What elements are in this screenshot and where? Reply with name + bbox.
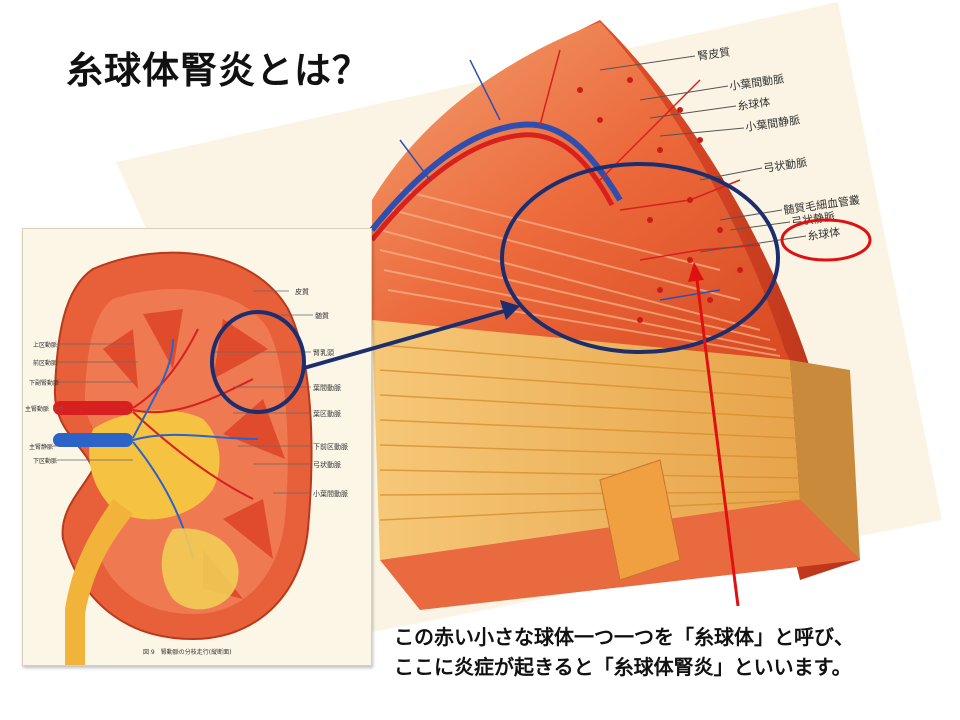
label-interlobar-artery: 葉間動脈	[313, 383, 341, 392]
section-vessel-branches	[132, 328, 259, 560]
label-renal-papilla: 腎乳頭	[313, 348, 334, 357]
label-segmental-artery: 葉区動脈	[313, 409, 341, 418]
label-medulla-small: 髄質	[315, 311, 329, 320]
interlobular-vein	[369, 121, 623, 232]
medulla-side-face	[790, 360, 860, 560]
label-anterior-segmental-artery: 前区動脈	[33, 359, 57, 367]
renal-artery	[53, 401, 133, 415]
renal-vein	[53, 433, 133, 447]
label-cortex-small: 皮質	[295, 287, 309, 296]
kidney-section-illustration: 皮質 髄質 腎乳頭 葉間動脈 葉区動脈 下前区動脈 弓状動脈 小葉間動脈 上区動…	[25, 251, 348, 665]
slide-caption: この赤い小さな球体一つ一つを「糸球体」と呼び、 ここに炎症が起きると「糸球体腎炎…	[394, 622, 954, 682]
label-inferior-segmental-artery: 下区動脈	[33, 457, 57, 465]
collecting-duct-block	[599, 459, 681, 581]
lower-pole-fat	[161, 528, 239, 610]
label-superior-segmental-artery: 上区動脈	[33, 341, 57, 349]
label-main-renal-vein: 主腎静脈	[29, 443, 53, 451]
label-inferior-suprarenal-artery: 下副腎動脈	[29, 379, 59, 387]
figure-caption: 図 9 腎動脈の分枝走行(縦断面)	[143, 648, 231, 656]
slide-title: 糸球体腎炎とは？	[66, 49, 370, 92]
label-interlobular-artery-small: 小葉間動脈	[313, 489, 348, 498]
caption-line-1: この赤い小さな球体一つ一つを「糸球体」と呼び、	[394, 625, 854, 649]
caption-line-2: ここに炎症が起きると「糸球体腎炎」といいます。	[394, 655, 852, 679]
kidney-section-plate: 皮質 髄質 腎乳頭 葉間動脈 葉区動脈 下前区動脈 弓状動脈 小葉間動脈 上区動…	[22, 228, 372, 666]
label-arcuate-artery-small: 弓状動脈	[313, 460, 341, 469]
renal-medulla	[372, 320, 800, 560]
label-main-renal-artery: 主腎動脈	[25, 405, 49, 413]
label-lower-anterior-segmental-artery: 下前区動脈	[313, 442, 348, 451]
ureter	[65, 499, 133, 665]
